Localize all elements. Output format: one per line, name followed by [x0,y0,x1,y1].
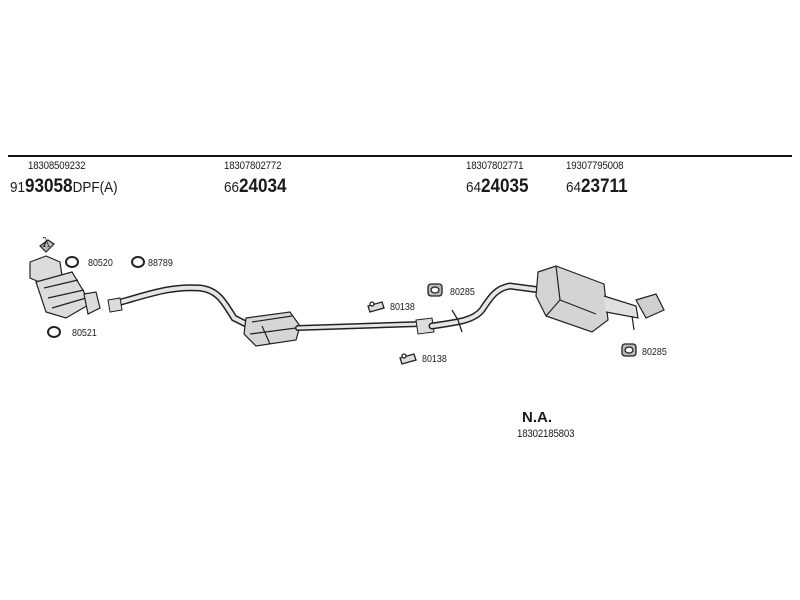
part-code-1: 9193058DPF(A) [10,176,118,198]
intermediate-pipe [295,317,435,335]
part-code-2-prefix: 66 [224,179,240,196]
na-label: N.A. [522,409,552,426]
fitting-label-88789: 88789 [148,257,173,269]
clamp-icon-80138-upper [367,301,385,313]
fitting-label-80520: 80520 [88,257,113,269]
clamp-label-80138-upper: 80138 [390,301,415,313]
rear-silencer [535,265,665,333]
hanger-icon-80285-upper [427,283,443,297]
fitting-ring-88789 [131,256,145,268]
fitting-ring-80520 [65,256,79,268]
part-code-4: 6423711 [566,176,628,198]
fitting-label-80521: 80521 [72,327,97,339]
top-number-4: 19307795008 [566,160,624,172]
part-code-3-prefix: 64 [466,179,482,196]
part-code-3-main: 24035 [481,176,529,197]
center-silencer [243,311,301,347]
na-number: 18302185803 [517,428,575,440]
catalytic-converter [29,239,101,319]
top-number-3: 18307802771 [466,160,524,172]
fitting-ring-80521 [47,326,61,338]
hanger-icon-80285-lower [621,343,637,357]
top-number-1: 18308509232 [28,160,86,172]
front-pipe [107,284,254,330]
part-code-3: 6424035 [466,176,529,198]
part-code-1-main: 93058 [25,176,73,197]
part-code-1-prefix: 91 [10,179,26,196]
top-number-2: 18307802772 [224,160,282,172]
lambda-sensor-symbol: λ [42,236,51,251]
part-code-4-main: 23711 [581,176,628,197]
part-code-2-main: 24034 [239,176,287,197]
clamp-label-80138-lower: 80138 [422,353,447,365]
clamp-icon-80138-lower [399,353,417,365]
part-code-1-suffix: DPF(A) [72,179,118,196]
rear-pipe [428,282,544,333]
part-code-4-prefix: 64 [566,179,582,196]
hanger-label-80285-upper: 80285 [450,286,475,298]
hanger-label-80285-lower: 80285 [642,346,667,358]
part-code-2: 6624034 [224,176,287,198]
